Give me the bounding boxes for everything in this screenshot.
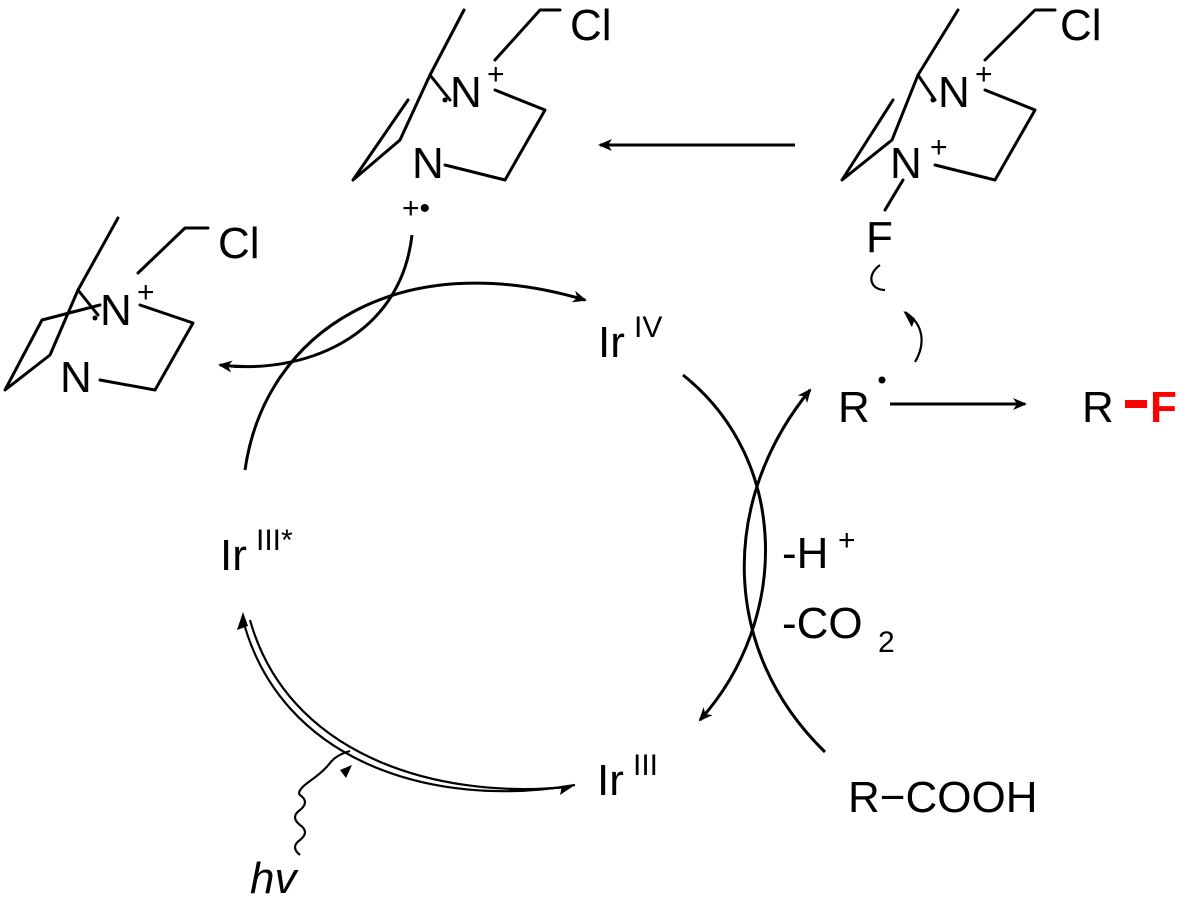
n-atom: N	[412, 139, 444, 188]
teda-molecule: N + N Cl	[3, 216, 260, 402]
svg-text:-H: -H	[782, 529, 828, 578]
light-arrow-head	[340, 765, 352, 778]
f-atom: F	[866, 213, 893, 262]
alkyl-radical: R	[838, 376, 886, 432]
svg-text:R: R	[838, 383, 870, 432]
arrow-oxidation	[243, 281, 587, 471]
ir-iv-label: Ir IV	[598, 311, 662, 367]
ir-iii-star-label: Ir III*	[220, 524, 293, 580]
n-atom: N	[450, 68, 482, 117]
bridge-dot	[930, 97, 936, 103]
fishhook-arrow	[903, 310, 923, 363]
light-wavy-arrow	[293, 749, 351, 856]
svg-text:Ir: Ir	[220, 531, 247, 580]
svg-text:III: III	[633, 749, 658, 782]
cl-atom: Cl	[218, 219, 260, 268]
svg-text:III*: III*	[256, 524, 293, 557]
svg-text:IV: IV	[634, 311, 662, 344]
cl-atom: Cl	[1060, 1, 1102, 50]
svg-text:Ir: Ir	[598, 318, 625, 367]
bridge-dot	[442, 97, 448, 103]
n-plus: +	[137, 276, 155, 309]
radical-cation-molecule: N + N Cl +•	[351, 1, 612, 225]
svg-text:2: 2	[878, 626, 895, 659]
svg-text:R: R	[1082, 383, 1114, 432]
arrow-ir-reduction	[682, 373, 768, 722]
bridge-dot	[92, 315, 98, 321]
arrow-excitation-head	[237, 612, 248, 630]
svg-text:F: F	[1150, 383, 1177, 432]
ir-iii-label: Ir III	[597, 749, 658, 805]
minus-co2-label: -CO 2	[782, 599, 895, 659]
n-atom: N	[890, 139, 922, 188]
arrow-excitation-b	[248, 619, 569, 791]
svg-text:+: +	[838, 524, 856, 557]
radical-dot	[878, 376, 886, 384]
arrow-decarboxylation	[742, 388, 827, 754]
svg-text:-CO: -CO	[782, 599, 863, 648]
light-hv: hv	[250, 854, 299, 895]
arrow-excitation-head	[560, 785, 575, 795]
radical-cation-sign: +•	[402, 192, 430, 225]
fishhook-arrow	[870, 264, 886, 292]
n-atom: N	[100, 286, 132, 335]
arrow-excitation-a	[241, 619, 576, 793]
carboxylic-acid: R−COOH	[848, 773, 1037, 822]
n-plus: +	[975, 58, 993, 91]
red-bond	[1125, 400, 1147, 408]
minus-proton-label: -H +	[782, 524, 856, 578]
n-plus: +	[930, 131, 948, 164]
product-alkyl-fluoride: R F	[1082, 383, 1177, 432]
arrow-reduction	[218, 234, 414, 373]
n-atom: N	[60, 353, 92, 402]
selectfluor-molecule: N + N + Cl F	[840, 1, 1102, 262]
cl-atom: Cl	[570, 1, 612, 50]
n-atom: N	[938, 68, 970, 117]
n-plus: +	[487, 58, 505, 91]
svg-text:Ir: Ir	[597, 756, 624, 805]
